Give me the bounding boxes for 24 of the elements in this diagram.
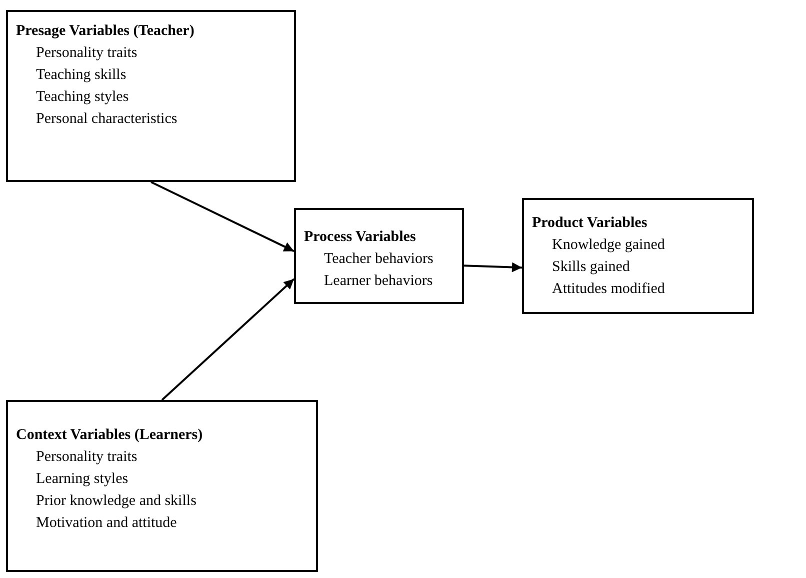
list-item: Personal characteristics <box>36 111 178 127</box>
list-item: Prior knowledge and skills <box>36 493 196 509</box>
box-heading: Presage Variables (Teacher) <box>16 23 194 39</box>
list-item: Skills gained <box>552 259 630 275</box>
variables-box <box>522 198 754 314</box>
list-item: Teaching styles <box>36 89 129 105</box>
list-item: Personality traits <box>36 449 138 465</box>
list-item: Personality traits <box>36 45 138 61</box>
list-item: Teacher behaviors <box>324 251 434 267</box>
list-item: Teaching skills <box>36 67 126 83</box>
box-heading: Product Variables <box>532 215 648 231</box>
variables-box <box>294 208 464 304</box>
list-item: Knowledge gained <box>552 237 665 253</box>
variables-box <box>6 400 318 572</box>
variables-box <box>6 10 296 182</box>
list-item: Motivation and attitude <box>36 515 177 531</box>
box-heading: Process Variables <box>304 229 416 245</box>
arrow <box>161 278 295 401</box>
arrow <box>464 262 522 272</box>
list-item: Attitudes modified <box>552 281 665 297</box>
list-item: Learner behaviors <box>324 273 433 289</box>
list-item: Learning styles <box>36 471 128 487</box>
box-heading: Context Variables (Learners) <box>16 427 203 443</box>
arrow <box>150 181 294 252</box>
